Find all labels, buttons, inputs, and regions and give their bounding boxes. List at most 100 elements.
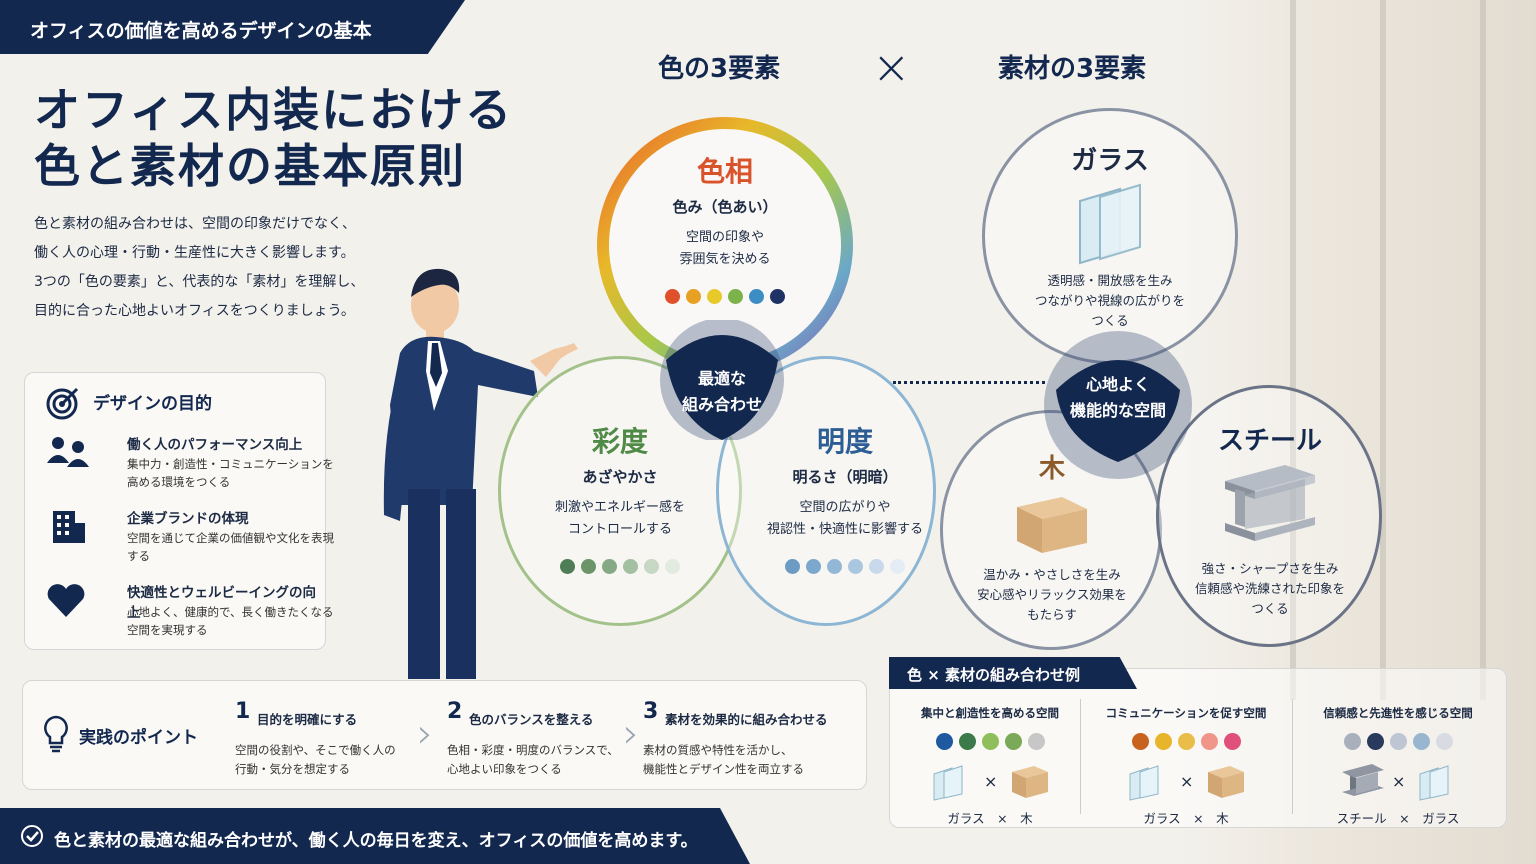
wood-icon	[1008, 762, 1052, 806]
color-swatch	[1154, 733, 1172, 750]
divider	[1080, 699, 1081, 814]
step-desc-line: 心地よい印象をつくる	[447, 762, 562, 776]
intro-line: 3つの「色の要素」と、代表的な「素材」を理解し、	[34, 274, 365, 290]
connector-dotted-line	[893, 381, 1045, 384]
times-icon: ×	[1180, 772, 1194, 791]
glass-partition	[1380, 0, 1386, 700]
steel-desc: つくる	[1251, 601, 1289, 616]
glass-desc: 透明感・開放感を生み	[1047, 273, 1173, 288]
material-elements-header: 素材の3要素	[998, 54, 1147, 84]
color-swatch	[958, 733, 976, 750]
combo-label: ガラス × 木	[1143, 811, 1229, 826]
step-number: 1	[235, 699, 251, 724]
combo-swatches	[1298, 733, 1498, 750]
color-swatch	[890, 559, 905, 574]
chevron-right-icon: ›	[417, 711, 433, 757]
hue-title: 色相	[696, 155, 753, 188]
combo-swatches	[890, 733, 1090, 750]
color-swatch	[1131, 733, 1149, 750]
center-text: 組み合わせ	[681, 395, 762, 414]
combo-title: 集中と創造性を高める空間	[921, 706, 1059, 720]
color-swatch	[707, 289, 722, 304]
purpose-heading: デザインの目的	[93, 394, 212, 414]
steel-beam-icon	[1225, 465, 1315, 541]
combo-materials: ×	[890, 762, 1090, 802]
wood-icon	[1204, 762, 1248, 806]
color-swatch	[1223, 733, 1241, 750]
saturation-title: 彩度	[591, 425, 648, 458]
intro-line: 目的に合った心地よいオフィスをつくりましょう。	[34, 303, 355, 319]
step-title: 素材を効果的に組み合わせる	[665, 712, 828, 727]
step-desc-line: 素材の質感や特性を活かし、	[643, 743, 793, 757]
center-text: 心地よく	[1085, 375, 1150, 394]
glass-partition	[1290, 0, 1296, 700]
wood-desc: 温かみ・やさしさを生み	[983, 567, 1121, 582]
color-swatch	[665, 289, 680, 304]
step-title: 目的を明確にする	[257, 712, 358, 727]
building-icon	[53, 511, 85, 543]
steel-content: スチール 強さ・シャープさを生み 信頼感や洗練された印象を つくる	[1170, 420, 1370, 619]
purpose-item-title: 働く人のパフォーマンス向上	[127, 437, 303, 453]
step-number: 2	[447, 699, 463, 724]
purpose-item-title: 快適性とウェルビーイングの向上	[127, 585, 316, 621]
glass-icon	[1126, 762, 1166, 806]
saturation-subtitle: あざやかさ	[582, 468, 658, 486]
color-swatch	[1200, 733, 1218, 750]
top-banner: オフィスの価値を高めるデザインの基本	[0, 0, 465, 54]
color-swatch	[1389, 733, 1407, 750]
steel-desc: 強さ・シャープさを生み	[1201, 561, 1339, 576]
saturation-desc: コントロールする	[567, 522, 672, 537]
glass-icon	[930, 762, 970, 806]
divider	[1292, 699, 1293, 814]
color-swatch	[1027, 733, 1045, 750]
color-swatch	[935, 733, 953, 750]
combo-materials: ×	[1086, 762, 1286, 802]
wood-block-icon	[1017, 497, 1087, 553]
color-swatch	[806, 559, 821, 574]
color-swatch	[848, 559, 863, 574]
color-swatch	[1435, 733, 1453, 750]
combo-title: コミュニケーションを促す空間	[1105, 706, 1267, 720]
purpose-item-desc: 空間を通じて企業の価値観や文化を表現する	[127, 531, 334, 563]
saturation-swatches	[520, 559, 720, 574]
wood-title: 木	[1038, 454, 1065, 484]
brightness-swatches	[740, 559, 950, 574]
glass-desc: つくる	[1091, 313, 1129, 328]
color-swatch	[827, 559, 842, 574]
steel-desc: 信頼感や洗練された印象を	[1194, 581, 1345, 596]
intro-line: 色と素材の組み合わせは、空間の印象だけでなく、	[34, 216, 356, 232]
title-line-2: 色と素材の基本原則	[34, 139, 466, 193]
combination-examples-panel: 集中と創造性を高める空間 × ガラス × 木 コミュニケーションを促す空間 × …	[889, 668, 1507, 828]
times-icon: ×	[984, 772, 998, 791]
purpose-panel: デザインの目的 働く人のパフォーマンス向上 集中力・創造性・コミュニケーションを…	[24, 372, 334, 650]
glass-icon	[1416, 762, 1456, 806]
wood-desc: もたらす	[1027, 607, 1077, 622]
color-swatch	[770, 289, 785, 304]
bottom-message-bar: 色と素材の最適な組み合わせが、働く人の毎日を変え、オフィスの価値を高めます。	[0, 808, 750, 864]
brightness-desc: 視認性・快適性に影響する	[766, 522, 923, 537]
brightness-desc: 空間の広がりや	[799, 500, 891, 515]
lightbulb-icon	[44, 715, 68, 753]
combo-title: 信頼感と先進性を感じる空間	[1323, 706, 1473, 720]
combo-tag: 色 × 素材の組み合わせ例	[889, 657, 1137, 689]
glass-content: ガラス 透明感・開放感を生み つながりや視線の広がりを つくる	[1010, 140, 1210, 331]
optimal-combination-center: 最適な 組み合わせ	[646, 320, 798, 440]
practice-panel: 実践のポイント 1 目的を明確にする 空間の役割や、そこで働く人の行動・気分を想…	[22, 680, 867, 790]
bottom-message: 色と素材の最適な組み合わせが、働く人の毎日を変え、オフィスの価値を高めます。	[54, 831, 698, 851]
center-shape-bg	[1044, 331, 1192, 479]
step-desc-line: 行動・気分を想定する	[235, 762, 350, 776]
wood-desc: 安心感やリラックス効果を	[977, 587, 1127, 602]
heart-icon	[47, 584, 85, 617]
step-desc: 空間の役割や、そこで働く人の行動・気分を想定する	[235, 741, 396, 779]
color-swatch	[1366, 733, 1384, 750]
color-swatch	[665, 559, 680, 574]
color-swatch	[981, 733, 999, 750]
glass-desc: つながりや視線の広がりを	[1034, 293, 1185, 308]
center-text: 機能的な空間	[1069, 401, 1166, 420]
wood-content: 木 温かみ・やさしさを生み 安心感やリラックス効果を もたらす	[952, 448, 1152, 625]
hue-swatches	[620, 289, 830, 304]
chevron-right-icon: ›	[623, 711, 639, 757]
steel-icon	[1338, 762, 1386, 806]
color-swatch	[1343, 733, 1361, 750]
color-swatch	[602, 559, 617, 574]
